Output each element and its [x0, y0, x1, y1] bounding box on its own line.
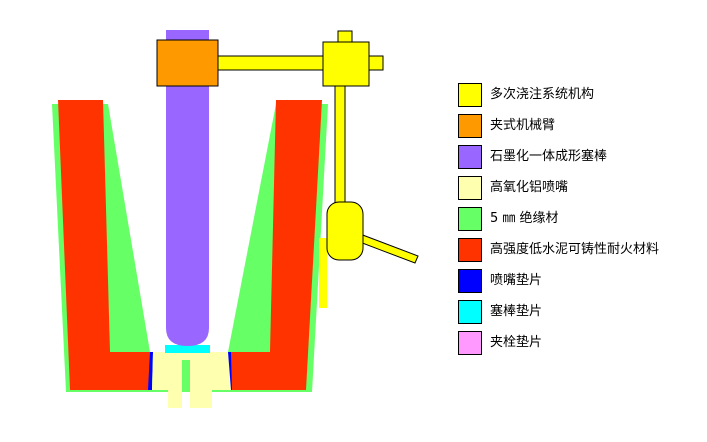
legend-item-stopper-pad: 塞棒垫片	[458, 300, 698, 326]
legend-item-insulation: 5 ㎜ 绝缘材	[458, 207, 698, 233]
legend-swatch-orange	[458, 114, 482, 138]
legend-label: 夹式机械臂	[490, 118, 556, 133]
legend-item-multi-pour-mechanism: 多次浇注系统机构	[458, 83, 698, 109]
legend-item-stopper-rod: 石墨化一体成形塞棒	[458, 145, 698, 171]
mechanism-counterweight	[326, 201, 364, 261]
legend-swatch-green	[458, 207, 482, 231]
mechanism-handle	[356, 233, 419, 264]
mechanism-joint-block	[322, 41, 370, 87]
legend-label: 喷嘴垫片	[490, 273, 543, 288]
refractory-lining-right	[228, 100, 322, 390]
legend-item-clamp-pad: 夹栓垫片	[458, 331, 698, 357]
legend-item-nozzle-pad: 喷嘴垫片	[458, 269, 698, 295]
legend-swatch-purple	[458, 145, 482, 169]
legend-label: 高氧化铝喷嘴	[490, 180, 569, 195]
nozzle-pad-left	[148, 352, 153, 390]
mechanism-lower-column	[319, 238, 327, 308]
legend-swatch-blue	[458, 269, 482, 293]
legend-swatch-yellow	[458, 83, 482, 107]
legend-item-refractory: 高强度低水泥可铸性耐火材料	[458, 238, 698, 264]
mechanism-vertical-arm	[334, 69, 346, 211]
legend-item-clamp-arm: 夹式机械臂	[458, 114, 698, 140]
legend-label: 夹栓垫片	[490, 335, 543, 350]
legend-swatch-pink	[458, 331, 482, 355]
legend-label: 高强度低水泥可铸性耐火材料	[490, 242, 660, 257]
legend-swatch-cyan	[458, 300, 482, 324]
insulation-layer	[52, 104, 328, 392]
clamp-arm	[156, 39, 219, 87]
refractory-lining	[58, 100, 152, 390]
legend-swatch-red	[458, 238, 482, 262]
stopper-pad	[165, 345, 210, 353]
legend-label: 石墨化一体成形塞棒	[490, 149, 608, 164]
legend-item-alumina-nozzle: 高氧化铝喷嘴	[458, 176, 698, 202]
alumina-nozzle	[152, 352, 231, 408]
legend-label: 多次浇注系统机构	[490, 87, 595, 102]
legend-label: 5 ㎜ 绝缘材	[490, 211, 559, 226]
stopper-rod	[166, 30, 209, 346]
legend-label: 塞棒垫片	[490, 304, 543, 319]
legend-swatch-pale-yellow	[458, 176, 482, 200]
